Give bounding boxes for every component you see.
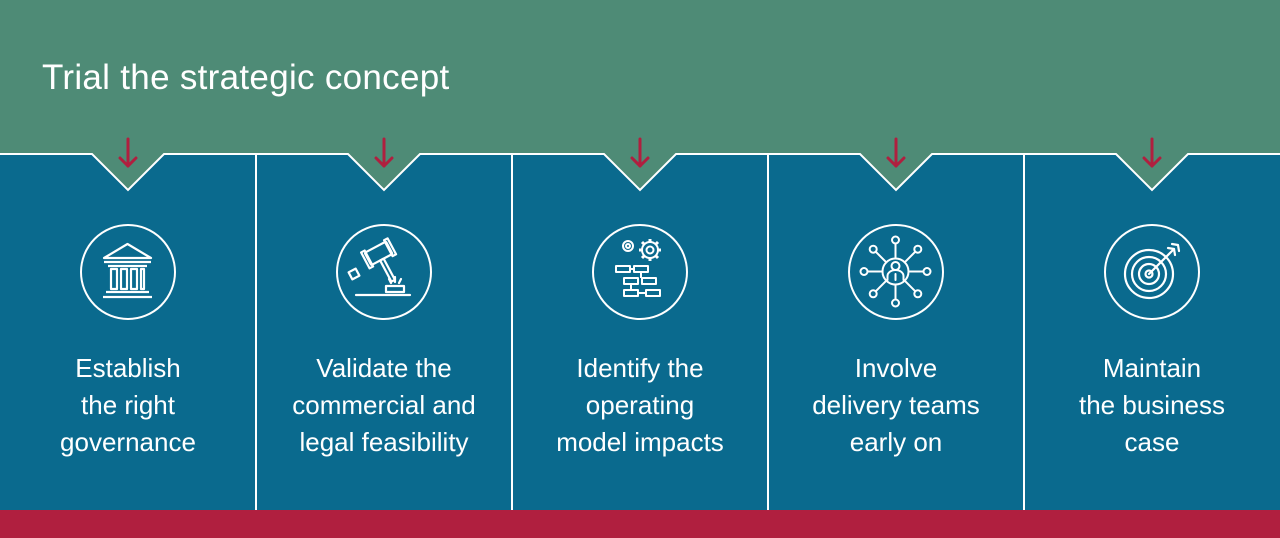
- target-arrow-icon: [1104, 224, 1200, 320]
- step-label-line: governance: [60, 427, 196, 457]
- step-label: Involve delivery teams early on: [768, 350, 1024, 461]
- step-feasibility: Validate the commercial and legal feasib…: [256, 154, 512, 510]
- step-label-line: early on: [849, 427, 943, 457]
- step-label: Establish the right governance: [0, 350, 256, 461]
- steps-row: Establish the right governance: [0, 154, 1280, 510]
- step-operating-model: Identify the operating model impacts: [512, 154, 768, 510]
- step-label-line: Maintain: [1102, 353, 1202, 383]
- step-label-line: commercial and: [292, 390, 476, 420]
- page-title: Trial the strategic concept: [42, 58, 450, 97]
- government-building-icon: [80, 224, 176, 320]
- step-business-case: Maintain the business case: [1024, 154, 1280, 510]
- footer-band: [0, 510, 1280, 538]
- step-label: Identify the operating model impacts: [512, 350, 768, 461]
- step-label-line: the right: [81, 390, 175, 420]
- step-label: Validate the commercial and legal feasib…: [256, 350, 512, 461]
- step-delivery-teams: Involve delivery teams early on: [768, 154, 1024, 510]
- step-label-line: Validate the: [316, 353, 452, 383]
- step-label-line: Establish: [75, 353, 181, 383]
- gavel-icon: [336, 224, 432, 320]
- step-governance: Establish the right governance: [0, 154, 256, 510]
- step-label-line: the business: [1079, 390, 1225, 420]
- step-label-line: model impacts: [556, 427, 724, 457]
- team-network-icon: [848, 224, 944, 320]
- gears-flowchart-icon: [592, 224, 688, 320]
- step-label-line: case: [1124, 427, 1180, 457]
- header-band: Trial the strategic concept: [0, 0, 1280, 154]
- step-label: Maintain the business case: [1024, 350, 1280, 461]
- step-label-line: legal feasibility: [299, 427, 469, 457]
- step-label-line: operating: [585, 390, 695, 420]
- step-label-line: Involve: [854, 353, 938, 383]
- step-label-line: delivery teams: [812, 390, 980, 420]
- step-label-line: Identify the: [576, 353, 704, 383]
